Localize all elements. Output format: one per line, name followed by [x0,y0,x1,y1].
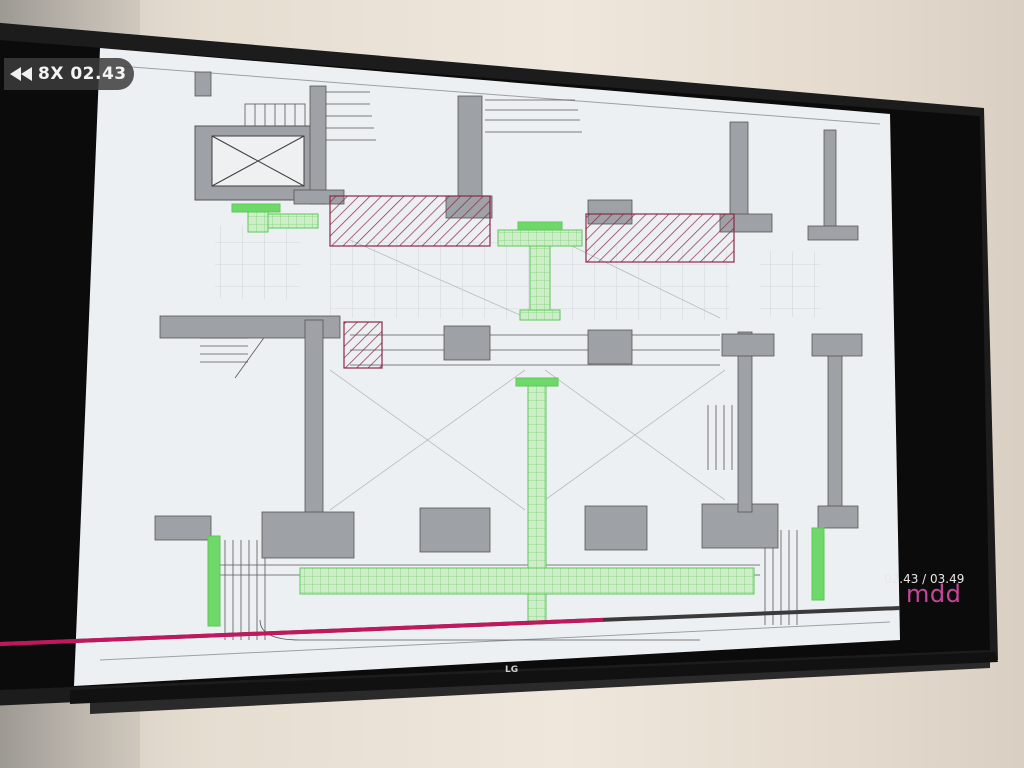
floor-plan [99,65,891,661]
time-readout: 02.43 / 03.49 [884,572,965,586]
speed-indicator: 8X 02.43 [4,58,134,90]
tv-brand-logo: LG [505,665,519,675]
mdd-logo: mdd [906,580,962,608]
speed-label: 8X 02.43 [38,64,127,84]
progress-fill [0,617,604,646]
rewind-icon [10,67,32,81]
